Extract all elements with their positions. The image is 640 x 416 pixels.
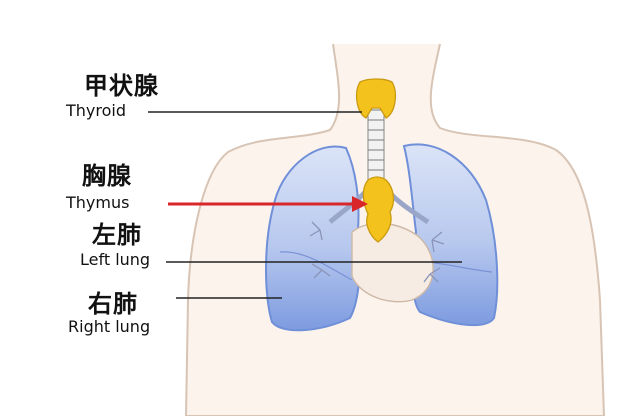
right-lung-label-en: Right lung (68, 317, 151, 336)
thyroid-gland (355, 78, 397, 119)
lung-fissure (279, 251, 353, 281)
bronchial-tree (309, 221, 445, 283)
thymus-label-zh: 胸腺 (82, 162, 132, 190)
thyroid-label-zh: 甲状腺 (84, 72, 159, 100)
left-lung-label-zh: 左肺 (92, 221, 142, 249)
left-lung-label-en: Left lung (80, 250, 151, 269)
thymus-gland (362, 176, 395, 243)
right-lung-label-zh: 右肺 (88, 290, 138, 318)
thymus-label-en: Thymus (66, 193, 130, 212)
thyroid-label-en: Thyroid (66, 101, 126, 120)
thymus-arrow (168, 196, 368, 212)
right-lung-shape (265, 145, 361, 332)
